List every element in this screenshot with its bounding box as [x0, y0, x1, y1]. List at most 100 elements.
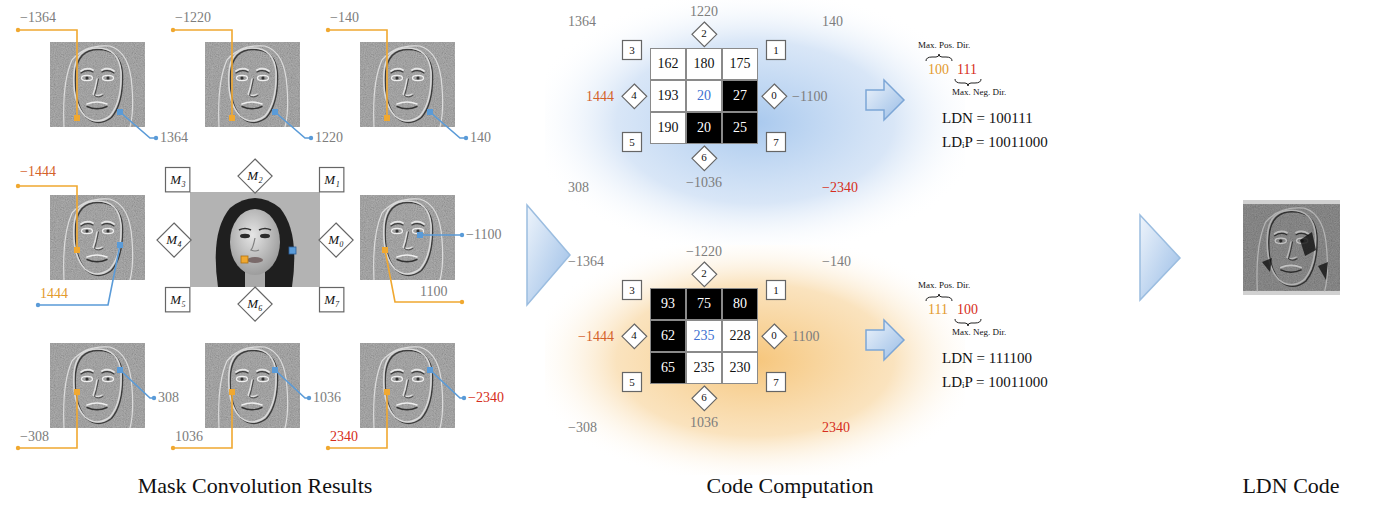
code-value: LDN = 100111	[942, 110, 1033, 127]
diamond-shape	[762, 84, 787, 109]
leader-line	[120, 112, 156, 138]
ldn-code-image	[1243, 200, 1340, 295]
mask-label: M₅	[165, 287, 190, 312]
node-text: 5	[629, 137, 635, 148]
brace	[926, 54, 952, 61]
node-text: 6	[701, 152, 707, 163]
leader-line	[38, 245, 120, 305]
leader-line	[430, 370, 464, 398]
direction-marker: 1	[766, 40, 786, 60]
node-text: 4	[631, 90, 637, 101]
square-shape	[320, 168, 344, 192]
brace	[955, 79, 981, 86]
diamond-shape	[238, 159, 272, 193]
brace	[955, 319, 981, 326]
pixel-cell: 228	[722, 320, 758, 352]
mask-response: −1364	[568, 254, 604, 269]
pixel-cell: 80	[722, 288, 758, 320]
glow-background	[545, 0, 965, 245]
node-text: 0	[771, 90, 777, 101]
node-text: M₃	[170, 173, 185, 186]
convolution-value: −140	[330, 10, 359, 25]
convolution-value: 1220	[315, 130, 343, 145]
direction-marker: 6	[691, 385, 718, 412]
diamond-shape	[238, 287, 272, 321]
square-shape	[767, 373, 786, 392]
diamond-shape	[692, 22, 717, 47]
node-text: 7	[773, 137, 779, 148]
pixel-marker	[241, 256, 248, 263]
convolution-image	[50, 343, 145, 428]
square-shape	[623, 373, 642, 392]
convolution-value: −2340	[468, 390, 504, 405]
direction-caption: Max. Pos. Dir.	[918, 41, 970, 51]
leader-line	[275, 112, 311, 138]
panel-caption: Mask Convolution Results	[138, 474, 373, 498]
hollow-arrow	[866, 80, 904, 120]
glow-background	[545, 245, 965, 475]
convolution-value: −1220	[175, 10, 211, 25]
direction-caption: Max. Neg. Dir.	[952, 328, 1006, 338]
square-shape	[320, 288, 344, 312]
panel-caption: Code Computation	[707, 474, 874, 498]
direction-bits: 111	[928, 302, 948, 317]
mask-response: 1444	[586, 89, 614, 104]
node-text: 1	[773, 285, 779, 296]
hollow-arrow	[866, 320, 904, 360]
leader-line	[120, 370, 154, 398]
square-shape	[767, 133, 786, 152]
leader-line	[385, 250, 462, 302]
convolution-image	[205, 343, 300, 428]
mask-response: 2340	[822, 420, 850, 435]
leader-line	[173, 30, 232, 118]
leader-line	[328, 30, 387, 118]
square-shape	[767, 41, 786, 60]
flow-arrow	[527, 205, 570, 305]
diamond-shape	[319, 223, 353, 257]
square-shape	[623, 281, 642, 300]
diamond-shape	[622, 84, 647, 109]
pixel-marker	[289, 247, 296, 254]
direction-marker: 2	[691, 261, 718, 288]
pixel-cell: 93	[650, 288, 686, 320]
convolution-value: 140	[470, 130, 491, 145]
pixel-cell: 25	[722, 112, 758, 144]
pixel-cell: 162	[650, 48, 686, 80]
mask-label: M₁	[319, 167, 344, 192]
direction-marker: 4	[621, 83, 648, 110]
diamond-shape	[692, 146, 717, 171]
convolution-image	[360, 343, 455, 428]
convolution-value: 1364	[160, 130, 188, 145]
square-shape	[166, 168, 190, 192]
convolution-images	[50, 42, 455, 428]
leader-lines-blue	[38, 112, 466, 398]
mask-label: M₆	[237, 286, 273, 322]
diamond-shape	[762, 324, 787, 349]
mask-label: M₄	[156, 222, 192, 258]
mask-response: 308	[568, 180, 589, 195]
flow-arrow	[1140, 215, 1180, 300]
mask-response: 1100	[792, 329, 819, 344]
pixel-cell: 75	[686, 288, 722, 320]
convolution-image	[360, 42, 455, 127]
mask-response: −1444	[578, 329, 614, 344]
node-text: 3	[629, 285, 635, 296]
mask-label: M₃	[165, 167, 190, 192]
direction-marker: 3	[622, 280, 642, 300]
pixel-cell: 235	[686, 352, 722, 384]
node-text: M₇	[324, 293, 339, 306]
direction-marker: 2	[691, 21, 718, 48]
pixel-cell: 193	[650, 80, 686, 112]
direction-marker: 4	[621, 323, 648, 350]
face-photo	[190, 192, 320, 287]
mask-response: −1100	[792, 89, 827, 104]
mask-response: 1364	[568, 14, 596, 29]
direction-marker: 6	[691, 145, 718, 172]
mask-label: M₀	[318, 222, 354, 258]
mask-response: −1220	[686, 244, 722, 259]
mask-response: −308	[568, 420, 597, 435]
node-text: 1	[773, 45, 779, 56]
direction-caption: Max. Neg. Dir.	[952, 88, 1006, 98]
node-text: 6	[701, 392, 707, 403]
